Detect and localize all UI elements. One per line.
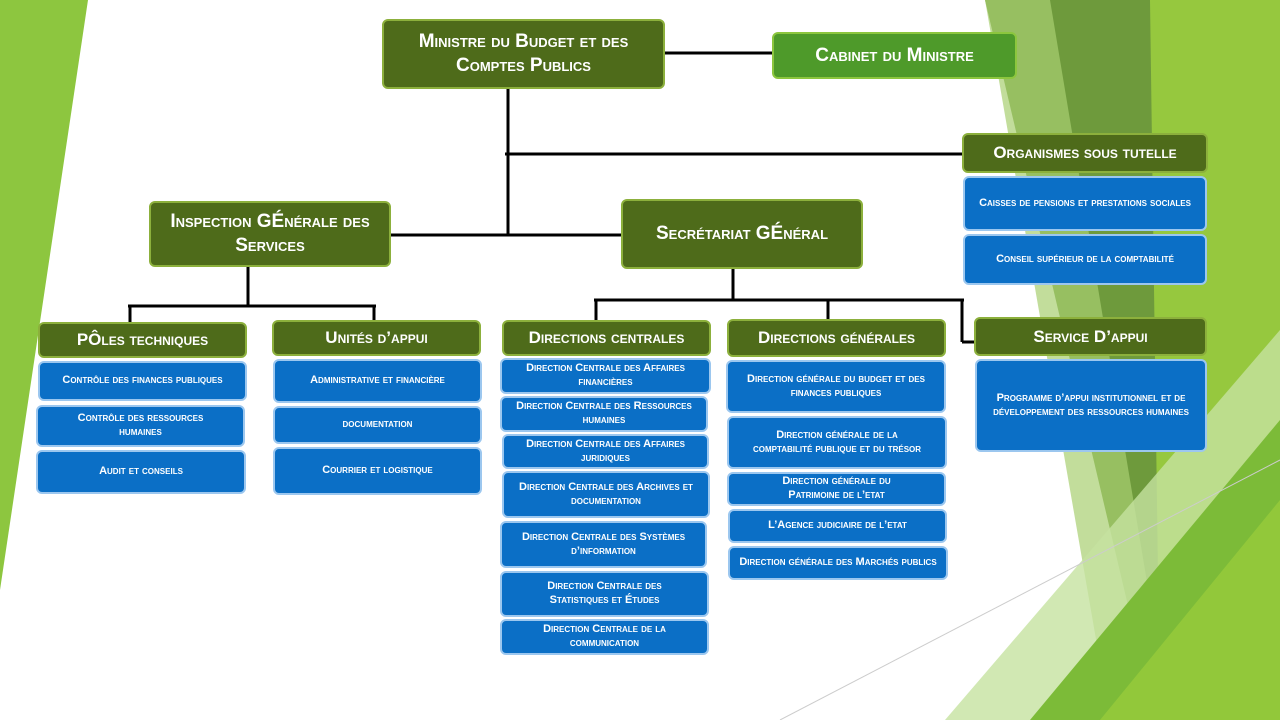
unites-item[interactable]: Administrative et financière xyxy=(273,359,482,403)
centrales-item[interactable]: Direction Centrale des Archives et docum… xyxy=(502,471,710,518)
poles-item[interactable]: Contrôle des ressources humaines xyxy=(36,405,245,447)
centrales-item[interactable]: Direction Centrale des Statistiques et É… xyxy=(500,571,709,617)
thin-decor-line xyxy=(779,459,1280,720)
ministre-box[interactable]: Ministre du Budget et des Comptes Public… xyxy=(382,19,665,89)
dir-centrales-box[interactable]: Directions centrales xyxy=(502,320,711,356)
unites-item[interactable]: documentation xyxy=(273,406,482,444)
generales-item[interactable]: Direction générale du budget et des fina… xyxy=(726,360,946,413)
cabinet-box[interactable]: Cabinet du Ministre xyxy=(772,32,1017,79)
centrales-item[interactable]: Direction Centrale de la communication xyxy=(500,619,709,655)
conseil-box[interactable]: Conseil supérieur de la comptabilité xyxy=(963,234,1207,285)
left-green-shape xyxy=(0,0,88,590)
unites-box[interactable]: Unités d’appui xyxy=(272,320,481,356)
poles-box[interactable]: PÔles techniques xyxy=(38,322,247,358)
generales-item[interactable]: Direction générale du Patrimoine de l’et… xyxy=(727,472,946,506)
generales-item[interactable]: Direction générale de la comptabilité pu… xyxy=(727,416,947,469)
service-item[interactable]: Programme d’appui institutionnel et de d… xyxy=(975,359,1207,452)
centrales-item[interactable]: Direction Centrale des Affaires juridiqu… xyxy=(502,434,709,469)
bottom-bright-triangle xyxy=(1100,500,1280,720)
organismes-box[interactable]: Organismes sous tutelle xyxy=(962,133,1208,173)
poles-item[interactable]: Audit et conseils xyxy=(36,450,246,494)
centrales-item[interactable]: Direction Centrale des Systèmes d’inform… xyxy=(500,521,707,568)
generales-item[interactable]: L’Agence judiciaire de l’etat xyxy=(728,509,947,543)
caisses-box[interactable]: Caisses de pensions et prestations socia… xyxy=(963,176,1207,231)
service-appui-box[interactable]: Service D’appui xyxy=(974,317,1207,356)
sg-box[interactable]: Secrétariat GÉnéral xyxy=(621,199,863,269)
centrales-item[interactable]: Direction Centrale des Affaires financiè… xyxy=(500,358,711,394)
dir-generales-box[interactable]: Directions générales xyxy=(727,319,946,357)
generales-item[interactable]: Direction générale des Marchés publics xyxy=(728,546,948,580)
igs-box[interactable]: Inspection GÉnérale des Services xyxy=(149,201,391,267)
poles-item[interactable]: Contrôle des finances publiques xyxy=(38,361,247,401)
centrales-item[interactable]: Direction Centrale des Ressources humain… xyxy=(500,396,708,432)
unites-item[interactable]: Courrier et logistique xyxy=(273,447,482,495)
